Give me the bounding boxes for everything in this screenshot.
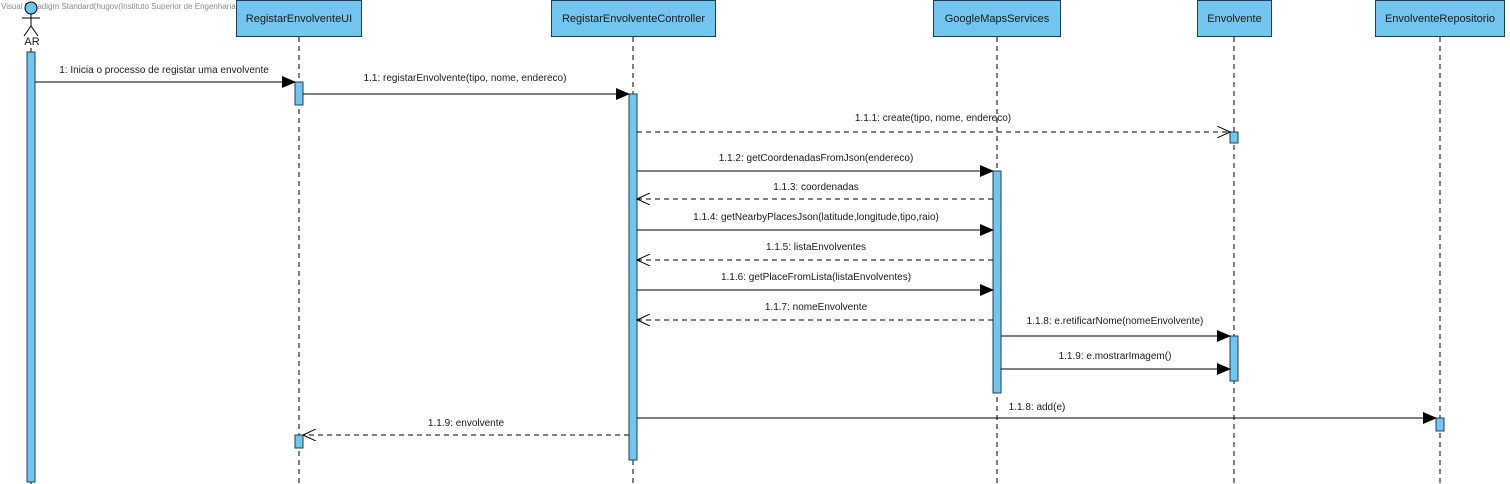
message-label-1-1-3: 1.1.3: coordenadas [773, 182, 859, 193]
message-label-1-1-9-return: 1.1.9: envolvente [427, 418, 505, 429]
message-label-1-1-2: 1.1.2: getCoordenadasFromJson(endereco) [718, 153, 914, 164]
lifeline-header-envolventerepositorio[interactable]: EnvolventeRepositorio [1375, 0, 1505, 37]
activation-envolvente-2 [1229, 335, 1239, 382]
message-label-1-1-8-add: 1.1.8: add(e) [1008, 402, 1066, 413]
message-label-1-1-1: 1.1.1: create(tipo, nome, endereco) [854, 113, 1012, 124]
message-label-1-1-4: 1.1.4: getNearbyPlacesJson(latitude,long… [693, 212, 939, 223]
message-label-1-1: 1.1: registarEnvolvente(tipo, nome, ende… [363, 73, 567, 84]
message-label-1: 1: Inicia o processo de registar uma env… [59, 65, 269, 76]
watermark-text: Visual Paradigm Standard(hugov(Instituto… [1, 2, 274, 11]
message-label-1-1-6: 1.1.6: getPlaceFromLista(listaEnvolvente… [720, 272, 912, 283]
lifeline-header-registarenvolventecontroller[interactable]: RegistarEnvolventeController [551, 0, 716, 37]
message-label-1-1-7: 1.1.7: nomeEnvolvente [764, 302, 868, 313]
activation-maps [992, 170, 1002, 394]
activation-actor [26, 51, 36, 483]
lifeline-header-registarenvolventeui[interactable]: RegistarEnvolventeUI [236, 0, 362, 37]
message-label-1-1-5: 1.1.5: listaEnvolventes [765, 242, 867, 253]
lifeline-header-envolvente[interactable]: Envolvente [1197, 0, 1272, 37]
activation-envolvente-1 [1229, 131, 1239, 144]
activation-repo [1435, 417, 1445, 432]
activation-ui-2 [294, 434, 304, 449]
activation-controller [628, 93, 638, 461]
message-label-1-1-8-retificar: 1.1.8: e.retificarNome(nomeEnvolvente) [1026, 316, 1204, 327]
activation-ui-1 [294, 81, 304, 106]
actor-icon [22, 1, 40, 37]
actor-label: AR [24, 36, 40, 48]
message-label-1-1-9-mostrar: 1.1.9: e.mostrarImagem() [1058, 351, 1172, 362]
lifeline-header-googlemapsservices[interactable]: GoogleMapsServices [933, 0, 1061, 37]
